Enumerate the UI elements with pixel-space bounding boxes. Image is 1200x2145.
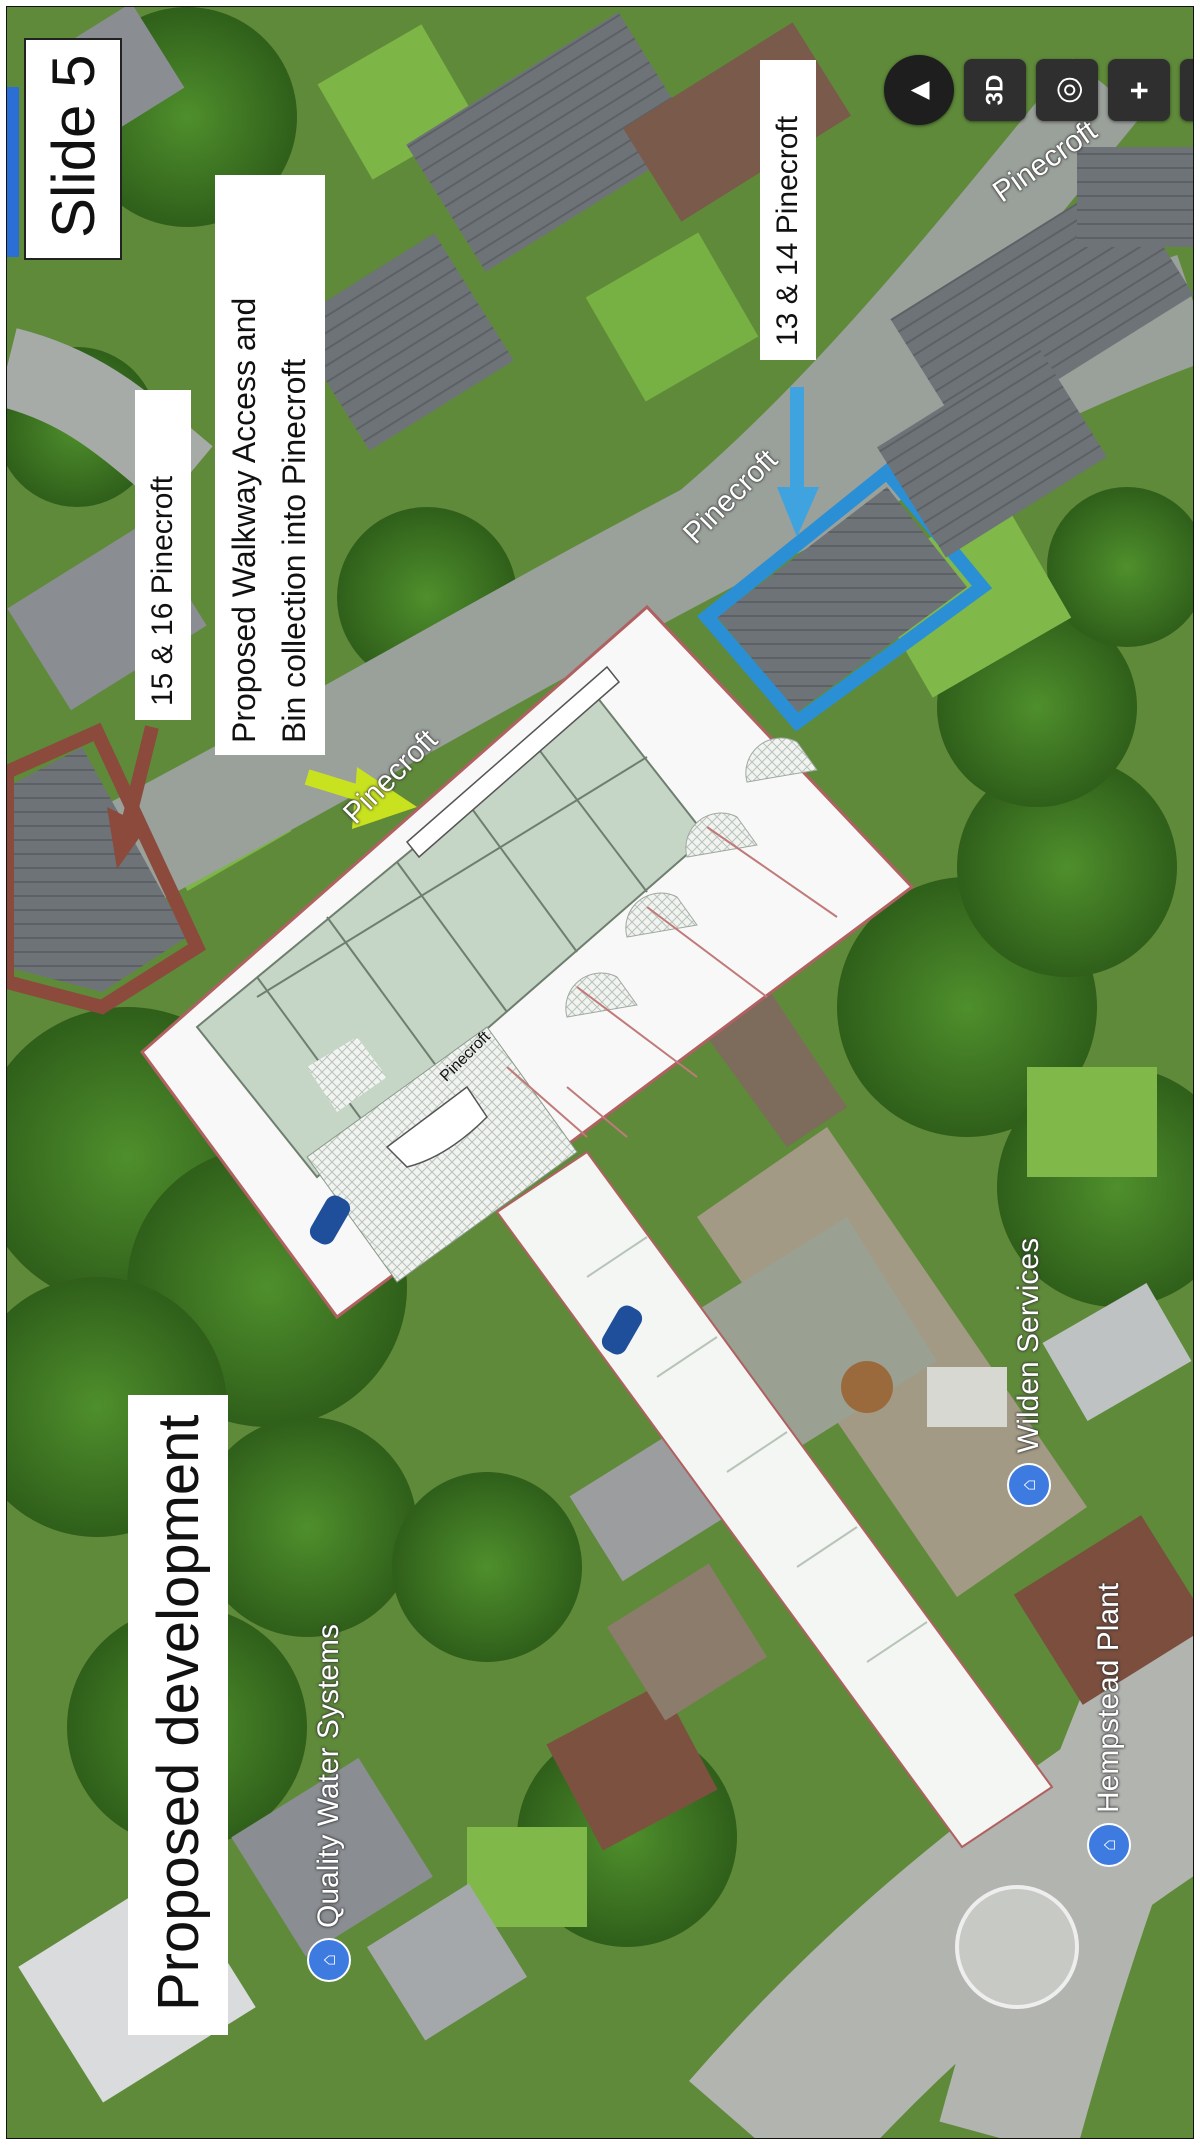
zoom-out-button[interactable]: −: [1180, 59, 1193, 121]
callout-walkway-access: Proposed Walkway Access and Bin collecti…: [215, 175, 325, 755]
callout-13-14-pinecroft: 13 & 14 Pinecroft: [760, 60, 816, 360]
houses-13-14: [696, 346, 1108, 732]
poi-wilden-services[interactable]: ⌂ Wilden Services: [1007, 1238, 1051, 1507]
callout-walkway-line2: Bin collection into Pinecroft: [276, 358, 312, 743]
shop-icon: ⌂: [307, 1938, 351, 1982]
shop-icon: ⌂: [1087, 1823, 1131, 1867]
locate-icon: ◎: [1048, 76, 1085, 104]
map-toolbar: ▲ 3D ◎ + −: [884, 55, 1193, 125]
callout-15-16-pinecroft: 15 & 16 Pinecroft: [135, 390, 191, 720]
compass-button[interactable]: ▲: [884, 55, 954, 125]
shop-icon: ⌂: [1007, 1463, 1051, 1507]
locate-button[interactable]: ◎: [1036, 59, 1098, 121]
slide-title: Slide 5: [24, 38, 122, 260]
houses-15-16: [7, 722, 206, 1015]
3d-toggle-button[interactable]: 3D: [964, 59, 1026, 121]
plus-icon: +: [1120, 80, 1157, 100]
callout-arrows: [107, 387, 819, 869]
compass-icon: ▲: [900, 74, 937, 106]
poi-hempstead-plant[interactable]: ⌂ Hempstead Plant: [1087, 1583, 1131, 1867]
development-title-background: [128, 1395, 228, 2035]
site-plan: [139, 604, 1054, 1849]
slide-accent-bar: [7, 87, 19, 257]
callout-walkway-line1: Proposed Walkway Access and: [226, 297, 262, 743]
zoom-in-button[interactable]: +: [1108, 59, 1170, 121]
poi-quality-water-systems[interactable]: ⌂ Quality Water Systems: [307, 1624, 351, 1982]
development-title: Proposed development: [145, 1414, 211, 2011]
